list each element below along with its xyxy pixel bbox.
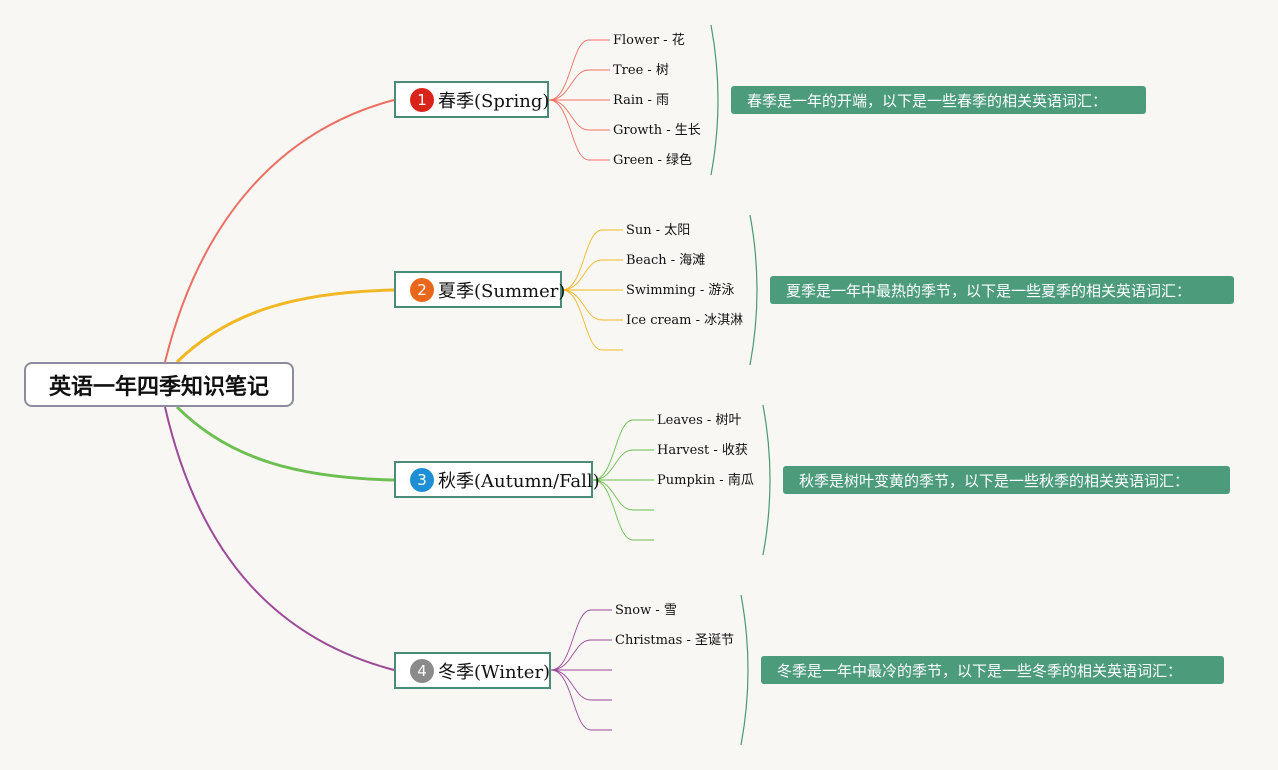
leaf-item[interactable]: Snow - 雪 [615, 603, 677, 618]
leaf-connector [548, 99, 610, 131]
leaf-connector [561, 229, 623, 291]
branch-line-4 [164, 406, 395, 671]
number-badge-2: 2 [410, 277, 434, 302]
leaf-connector [592, 419, 654, 481]
topic-label: 秋季(Autumn/Fall) [438, 470, 600, 492]
leaf-connector [561, 289, 623, 351]
leaf-item[interactable]: Harvest - 收获 [657, 443, 748, 458]
leaf-connector [592, 479, 654, 541]
leaf-item[interactable]: Growth - 生长 [613, 123, 701, 138]
leaf-item[interactable]: Leaves - 树叶 [657, 413, 742, 428]
number-badge-3: 3 [410, 467, 434, 492]
leaf-item[interactable]: Rain - 雨 [613, 93, 670, 108]
leaf-connector [592, 479, 654, 511]
topic-label: 春季(Spring) [438, 90, 550, 112]
topic-autumn[interactable]: 3 秋季(Autumn/Fall) [394, 461, 600, 498]
summary-note-winter[interactable]: 冬季是一年中最冷的季节，以下是一些冬季的相关英语词汇： [761, 656, 1224, 684]
topic-spring[interactable]: 1 春季(Spring) [394, 81, 549, 118]
leaf-item[interactable]: Ice cream - 冰淇淋 [626, 313, 744, 328]
summary-bracket [762, 404, 771, 556]
leaf-item[interactable]: Christmas - 圣诞节 [615, 633, 734, 648]
leaf-item[interactable]: Flower - 花 [613, 33, 685, 48]
summary-bracket [710, 24, 719, 176]
leaf-item[interactable]: Sun - 太阳 [626, 223, 691, 238]
leaf-connector [550, 639, 612, 671]
branch-line-2 [175, 288, 395, 364]
leaf-connector [561, 289, 623, 321]
leaf-connector [548, 69, 610, 101]
root-title: 英语一年四季知识笔记 [48, 374, 269, 400]
summary-note-summer[interactable]: 夏季是一年中最热的季节，以下是一些夏季的相关英语词汇： [770, 276, 1234, 304]
leaf-item[interactable]: Swimming - 游泳 [626, 283, 735, 298]
topic-label: 冬季(Winter) [438, 661, 551, 683]
branch-line-1 [164, 99, 395, 363]
leaf-connector [550, 609, 612, 671]
topic-label: 夏季(Summer) [438, 280, 566, 302]
leaf-connector [561, 259, 623, 291]
leaf-item[interactable]: Pumpkin - 南瓜 [657, 473, 754, 488]
leaf-item[interactable]: Beach - 海滩 [626, 253, 706, 268]
topic-summer[interactable]: 2 夏季(Summer) [394, 271, 566, 308]
leaf-item[interactable]: Green - 绿色 [613, 153, 693, 168]
leaf-connector [548, 39, 610, 101]
summary-note-autumn[interactable]: 秋季是树叶变黄的季节，以下是一些秋季的相关英语词汇： [783, 466, 1230, 494]
summary-bracket [740, 594, 749, 746]
number-badge-1: 1 [410, 87, 434, 112]
summary-bracket [749, 214, 758, 366]
leaf-connector [548, 99, 610, 161]
root-node[interactable]: 英语一年四季知识笔记 [24, 362, 294, 407]
branch-line-3 [175, 405, 395, 482]
leaf-item[interactable]: Tree - 树 [613, 63, 669, 78]
summary-note-spring[interactable]: 春季是一年的开端，以下是一些春季的相关英语词汇： [731, 86, 1146, 114]
leaf-connector [550, 669, 612, 731]
leaf-connector [550, 669, 612, 701]
leaf-connector [592, 449, 654, 481]
topic-winter[interactable]: 4 冬季(Winter) [394, 652, 551, 689]
number-badge-4: 4 [410, 658, 434, 683]
